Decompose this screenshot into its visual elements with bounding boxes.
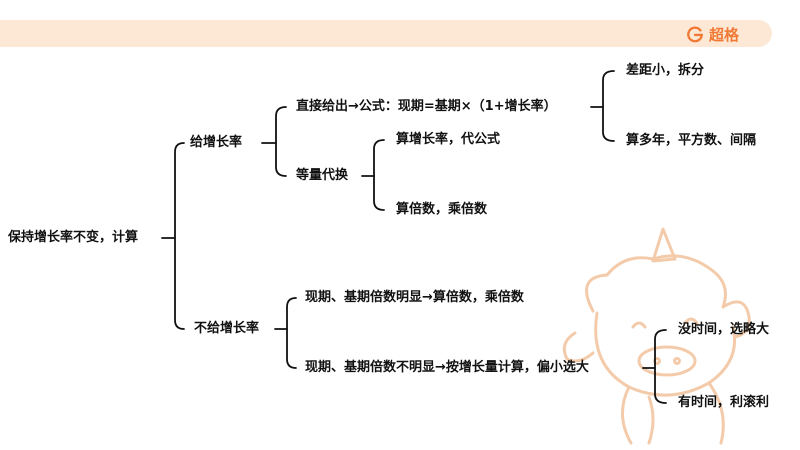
node-given-rate: 给增长率	[190, 135, 243, 150]
node-direct-formula: 直接给出→公式：现期=基期×（1+增长率）	[296, 99, 557, 114]
node-calc-growth-rate: 算增长率，代公式	[396, 132, 501, 147]
g-logo-icon	[687, 26, 704, 43]
header-banner	[0, 20, 772, 47]
node-equal-substitution: 等量代换	[296, 168, 349, 183]
mascot-illustration	[562, 227, 751, 445]
node-unclear-multiple: 现期、基期倍数不明显→按增长量计算，偏小选大	[305, 360, 589, 375]
node-obvious-multiple: 现期、基期倍数明显→算倍数，乘倍数	[305, 290, 524, 305]
node-not-given-rate: 不给增长率	[194, 321, 260, 336]
brand-name: 超格	[709, 25, 740, 44]
node-calc-multiple: 算倍数，乘倍数	[396, 202, 488, 217]
root-node: 保持增长率不变，计算	[8, 230, 139, 245]
node-multi-year: 算多年，平方数、间隔	[626, 133, 757, 148]
node-small-gap: 差距小，拆分	[626, 63, 705, 78]
node-have-time: 有时间，利滚利	[678, 395, 770, 410]
brand-logo: 超格	[686, 22, 739, 46]
node-no-time: 没时间，选略大	[678, 322, 770, 337]
